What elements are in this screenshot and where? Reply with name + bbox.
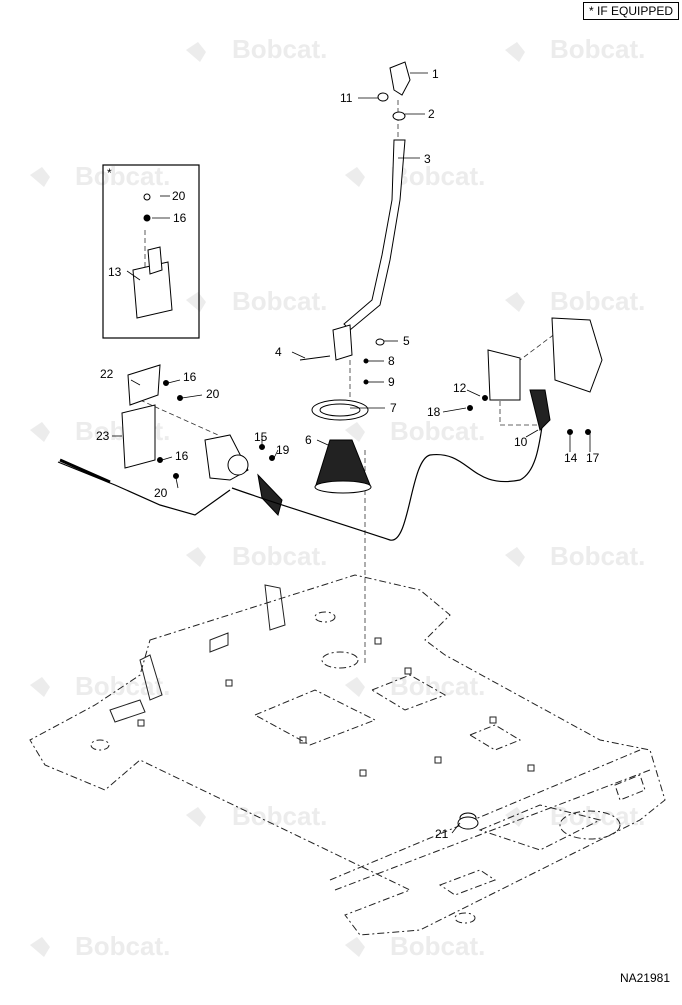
callout-14: 14: [564, 451, 578, 465]
watermark-text: Bobcat.: [75, 161, 170, 191]
watermark-text: Bobcat.: [232, 34, 327, 64]
callout-19: 19: [276, 443, 290, 457]
watermark-logo-icon: Bobcat.: [505, 34, 645, 64]
callout-5: 5: [403, 334, 410, 348]
watermark-logo-icon: Bobcat.: [186, 801, 327, 831]
leader-lines: [112, 72, 591, 834]
watermark-text: Bobcat.: [390, 161, 485, 191]
callout-4: 4: [275, 345, 282, 359]
callout-21: 21: [435, 827, 449, 841]
callout-9: 9: [388, 375, 395, 389]
callout-20-upper: 20: [206, 387, 220, 401]
watermark-logo-icon: Bobcat.: [505, 541, 645, 571]
callout-1: 1: [432, 67, 439, 81]
floor-plate: [29, 574, 666, 936]
watermark-logo-icon: Bobcat.: [186, 541, 327, 571]
watermark-text: Bobcat.: [550, 541, 645, 571]
callout-3: 3: [424, 152, 431, 166]
watermark-text: Bobcat.: [390, 931, 485, 961]
callout-6: 6: [305, 433, 312, 447]
inset-bracket: [132, 193, 173, 319]
watermark-logo-icon: Bobcat.: [345, 416, 485, 446]
watermark-logo-icon: Bobcat.: [30, 931, 170, 961]
callout-10: 10: [514, 435, 528, 449]
callout-23: 23: [96, 429, 110, 443]
watermark-text: Bobcat.: [390, 671, 485, 701]
optional-label: IF EQUIPPED: [596, 4, 673, 18]
watermark-logo-icon: Bobcat.: [186, 286, 327, 316]
watermark-text: Bobcat.: [550, 286, 645, 316]
callout-18: 18: [427, 405, 441, 419]
callout-16-inset: 16: [173, 211, 187, 225]
shift-lever: [332, 61, 411, 361]
callout-20-lower: 20: [154, 486, 168, 500]
pedal-assembly: [121, 364, 283, 516]
callout-20-inset: 20: [172, 189, 186, 203]
watermark-logo-icon: Bobcat.: [505, 286, 645, 316]
inset-marker: *: [107, 166, 112, 180]
inset-frame: [102, 164, 200, 339]
watermark-text: Bobcat.: [390, 416, 485, 446]
callout-17: 17: [586, 451, 600, 465]
watermark-text: Bobcat.: [232, 801, 327, 831]
callout-2: 2: [428, 107, 435, 121]
callout-22: 22: [100, 367, 114, 381]
watermark-text: Bobcat.: [75, 931, 170, 961]
lever-boot: [299, 338, 385, 494]
watermark-logo-icon: Bobcat.: [505, 801, 645, 831]
callout-13: 13: [108, 265, 122, 279]
watermark-text: Bobcat.: [550, 34, 645, 64]
optional-marker: *: [588, 4, 594, 18]
watermark-logo-icon: Bobcat.: [345, 931, 485, 961]
callout-labels: 1 2 3 4 5 6 7 8 9 10 11 12 13 14 15 16 1…: [96, 67, 600, 841]
callout-15: 15: [254, 430, 268, 444]
watermark-logo-icon: Bobcat.: [345, 671, 485, 701]
watermark-logo-icon: Bobcat.: [345, 161, 485, 191]
floor-grommet: [457, 812, 479, 830]
watermark-layer: Bobcat. Bobcat. Bobcat. Bobcat. Bobcat. …: [30, 34, 645, 961]
throttle-bracket: [467, 317, 603, 435]
callout-16-lower: 16: [175, 449, 189, 463]
watermark-text: Bobcat.: [232, 286, 327, 316]
document-id: NA21981: [619, 971, 670, 985]
callout-8: 8: [388, 354, 395, 368]
callout-16-upper: 16: [183, 370, 197, 384]
floor-brackets: [109, 584, 535, 777]
watermark-logo-icon: Bobcat.: [186, 34, 327, 64]
watermark-logo-icon: Bobcat.: [30, 161, 170, 191]
callout-7: 7: [390, 401, 397, 415]
callout-12: 12: [453, 381, 467, 395]
control-cables: [57, 409, 546, 541]
watermark-text: Bobcat.: [550, 801, 645, 831]
callout-11: 11: [340, 91, 353, 105]
if-equipped-legend: * IF EQUIPPED: [582, 2, 679, 20]
watermark-text: Bobcat.: [232, 541, 327, 571]
